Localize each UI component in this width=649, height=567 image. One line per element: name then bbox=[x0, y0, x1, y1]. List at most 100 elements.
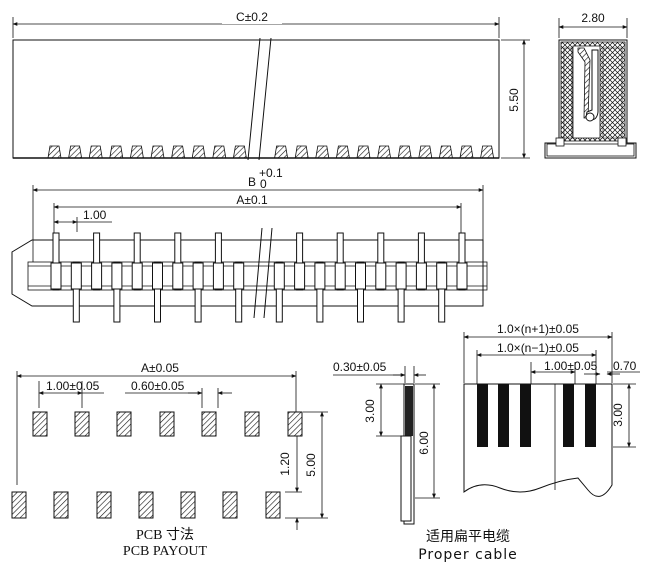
b-dim-sub: 0 bbox=[260, 177, 267, 191]
top-view: C±0.2 5.50 bbox=[12, 9, 530, 161]
pcb-pad-width-label: 0.60±0.05 bbox=[131, 379, 185, 393]
cable-side-view: 0.30±0.05 3.00 6.00 适用扁平电缆 Proper cable bbox=[333, 360, 518, 563]
contact-pin bbox=[336, 232, 344, 291]
plan-view: B +0.1 0 A±0.1 1.00 bbox=[11, 166, 488, 323]
cable-total-width-label: 1.0×(n+1)±0.05 bbox=[497, 322, 579, 336]
contact-slot bbox=[172, 262, 184, 290]
contact-slot bbox=[395, 262, 407, 290]
contact-pin bbox=[214, 232, 222, 291]
contact-slot bbox=[152, 262, 163, 290]
plan-view-contacts bbox=[50, 232, 468, 323]
contact-slot bbox=[131, 262, 143, 290]
pcb-pad bbox=[265, 491, 281, 519]
cable-pitch-label: 1.00±0.05 bbox=[544, 359, 598, 373]
contact-pin bbox=[397, 261, 405, 323]
b-dim-sup: +0.1 bbox=[259, 166, 283, 180]
top-view-contacts bbox=[47, 145, 495, 159]
contact-pin bbox=[275, 261, 283, 323]
contact-slot bbox=[192, 262, 204, 290]
pcb-overall-label: 5.00 bbox=[304, 453, 318, 477]
pcb-pad bbox=[222, 491, 238, 519]
cable-stiffener bbox=[405, 386, 413, 436]
cable-conductor bbox=[498, 384, 509, 447]
cable-stiffener-label: 3.00 bbox=[363, 399, 377, 423]
pcb-layout: A±0.05 1.00±0.05 0.60±0.05 1.20 5.00 PCB… bbox=[11, 361, 328, 559]
cable-exposed-label: 3.00 bbox=[611, 403, 625, 427]
housing-profile bbox=[544, 39, 637, 159]
pcb-pitch-label: 1.00±0.05 bbox=[46, 379, 100, 393]
contact-slot bbox=[233, 262, 245, 290]
connector-body-plan bbox=[11, 239, 484, 307]
contact-slot bbox=[334, 262, 346, 290]
pcb-caption-cn: PCB 寸法 bbox=[136, 527, 194, 543]
pcb-pad bbox=[74, 411, 90, 437]
contact-pin bbox=[316, 261, 324, 323]
pcb-pad bbox=[116, 411, 132, 437]
cable-conductors bbox=[477, 384, 596, 447]
contact-pin bbox=[113, 261, 121, 323]
contact-slot bbox=[355, 262, 366, 290]
contact-pin bbox=[417, 232, 425, 291]
cable-outline bbox=[463, 383, 613, 497]
pcb-pad bbox=[287, 411, 303, 437]
contact-pin bbox=[174, 232, 182, 291]
cable-conductor bbox=[585, 384, 596, 447]
pcb-pad bbox=[53, 491, 69, 519]
contact-slot bbox=[70, 262, 82, 290]
cable-conductor bbox=[520, 384, 531, 447]
contact-pin bbox=[458, 232, 466, 291]
contact-pin bbox=[377, 232, 385, 291]
contact-pin bbox=[154, 261, 161, 323]
c-dimension-label: C±0.2 bbox=[236, 10, 268, 24]
contact-pin bbox=[194, 261, 202, 323]
pcb-pad bbox=[201, 411, 217, 437]
pcb-pad bbox=[32, 411, 48, 437]
cable-length-label: 6.00 bbox=[417, 431, 431, 455]
b-dimension-label: B bbox=[248, 175, 256, 189]
cable-inner-width-label: 1.0×(n−1)±0.05 bbox=[497, 341, 579, 355]
cable-conductor-label: 0.70 bbox=[613, 359, 637, 373]
cable-caption-cn: 适用扁平电缆 bbox=[426, 529, 510, 545]
pcb-pad bbox=[159, 411, 175, 437]
contact-slot bbox=[436, 262, 448, 290]
contact-pin bbox=[133, 232, 141, 291]
contact-slot bbox=[415, 262, 427, 290]
pcb-pad bbox=[138, 491, 154, 519]
contact-slot bbox=[273, 262, 285, 290]
cable-caption-en: Proper cable bbox=[418, 547, 518, 563]
pcb-pad bbox=[180, 491, 196, 519]
pcb-pad bbox=[96, 491, 112, 519]
pcb-a-dimension-label: A±0.05 bbox=[141, 361, 179, 375]
contact-slot bbox=[50, 262, 62, 290]
contact-slot bbox=[314, 262, 326, 290]
cable-conductor bbox=[563, 384, 574, 447]
contact-pin bbox=[438, 261, 446, 323]
b-dim-main: B bbox=[248, 175, 256, 189]
pcb-pad bbox=[11, 491, 27, 519]
flat-cable-view: 1.0×(n+1)±0.05 1.0×(n−1)±0.05 1.00±0.05 … bbox=[463, 322, 640, 497]
contact-slot bbox=[375, 262, 387, 290]
contact-pin bbox=[235, 261, 243, 323]
cable-conductor bbox=[477, 384, 488, 447]
pcb-pad bbox=[244, 411, 260, 437]
contact-slot bbox=[456, 262, 468, 290]
height-dimension-label: 5.50 bbox=[507, 88, 521, 112]
pcb-caption-en: PCB PAYOUT bbox=[123, 544, 208, 559]
pcb-row-gap-label: 1.20 bbox=[278, 452, 292, 476]
side-view: 2.80 bbox=[544, 11, 637, 159]
contact-pin bbox=[93, 232, 101, 291]
cable-thickness-label: 0.30±0.05 bbox=[333, 360, 387, 374]
contact-slot bbox=[212, 262, 224, 290]
contact-slot bbox=[91, 262, 103, 290]
contact-pin bbox=[296, 232, 304, 291]
contact-slot bbox=[294, 262, 306, 290]
contact-pin bbox=[357, 261, 364, 323]
contact-pin bbox=[52, 232, 60, 291]
contact-pin bbox=[72, 261, 80, 323]
pitch-dimension-label: 1.00 bbox=[83, 208, 107, 222]
side-width-label: 2.80 bbox=[581, 11, 605, 25]
a-dimension-label: A±0.1 bbox=[236, 193, 268, 207]
contact-slot bbox=[111, 262, 123, 290]
